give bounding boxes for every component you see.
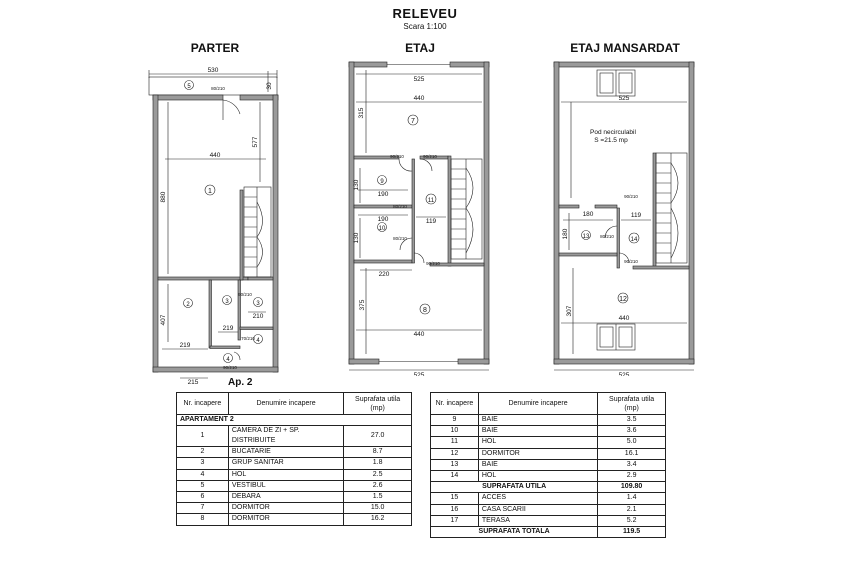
col-header-name: Denumire incapere [477,392,599,415]
floor-plan-etaj: 525 440 315 190 190 119 220 375 440 525 … [348,61,490,376]
scale-label: Scara 1:100 [403,22,447,31]
room-number: 4 [256,338,260,344]
etaj-dim-119: 119 [426,218,437,225]
total-util-row: SUPRAFATA UTILA 109.80 [429,481,666,494]
parter-dim-h1: 577 [252,136,259,147]
etaj-dim-width: 440 [414,95,425,102]
plan-title-mansardat: ETAJ MANSARDAT [570,41,680,55]
room-number: 3 [256,301,260,307]
col-header-area: Suprafata utila (mp) [597,392,666,415]
parter-dim-base: 215 [188,379,199,386]
door-label: 90/210 [238,292,252,297]
room-number: 12 [619,296,627,303]
apartment-section: APARTAMENT 2 [176,413,412,427]
room-number: 2 [186,302,190,308]
attic-area: S =21.5 mp [594,137,628,144]
mansard-dim-180: 180 [583,211,594,218]
door-label: 70/210 [241,336,255,341]
door-label: 80/210 [211,86,225,91]
mansard-dim-bottom: 525 [619,372,630,376]
room-number: 8 [423,307,427,314]
mansard-dim-307: 307 [566,305,573,316]
etaj-dim-220: 220 [379,271,390,278]
etaj-dim-190b: 190 [378,216,389,223]
parter-dim-top: 530 [208,67,219,74]
mansard-dim-525: 525 [619,95,630,102]
col-header-area: Suprafata utila (mp) [343,392,412,415]
door-label: 90/210 [426,261,440,266]
page-title: RELEVEU [392,6,458,21]
door-label: 90/210 [223,365,237,370]
door-label: 90/210 [624,194,638,199]
door-label: 80/210 [393,236,407,241]
total-row: SUPRAFATA TOTALA 119.5 [429,525,666,539]
mansard-dim-440: 440 [619,315,630,322]
room-number: 5 [187,84,191,90]
col-header-name: Denumire incapere [227,392,345,415]
col-header-nr: Nr. incapere [430,392,479,415]
parter-dim-h2: 880 [160,191,167,202]
room-number: 14 [631,237,638,243]
room-number: 7 [411,118,415,125]
col-header-nr: Nr. incapere [176,392,229,415]
door-label: 90/210 [423,154,437,159]
floor-plan-mansardat: 525 180 119 180 307 440 525 13 14 12 Pod… [553,61,695,376]
door-label: 80/210 [600,234,614,239]
room-number: 4 [226,357,230,363]
mansard-dim-180v: 180 [562,228,569,239]
plan-title-etaj: ETAJ [405,41,435,55]
etaj-dim-440b: 440 [414,331,425,338]
rooms-table-left: Nr. incapere Denumire incapere Suprafata… [176,392,412,526]
room-number: 9 [380,179,384,185]
parter-dim-hall: 219 [223,325,234,332]
room-number: 13 [583,234,590,240]
parter-dim-gs: 210 [253,313,264,320]
door-label: 90/210 [624,259,638,264]
parter-dim-bottom: 219 [180,342,191,349]
door-label: 90/210 [390,154,404,159]
parter-dim-side: 30 [266,82,273,90]
parter-dim-h3: 407 [160,314,167,325]
etaj-dim-h315: 315 [358,107,365,118]
room-number: 10 [379,226,386,232]
etaj-dim-190a: 190 [378,191,389,198]
etaj-dim-top: 525 [414,76,425,83]
room-number: 1 [208,188,212,195]
plan-title-parter: PARTER [190,41,240,55]
apartment-label: Ap. 2 [228,377,253,388]
door-label: 80/210 [393,204,407,209]
rooms-table-right: Nr. incapere Denumire incapere Suprafata… [429,392,666,539]
etaj-dim-130a: 130 [353,179,360,190]
attic-note: Pod necirculabil [590,129,636,136]
etaj-dim-bottom: 525 [414,372,425,376]
mansard-dim-119: 119 [631,212,642,219]
etaj-dim-375: 375 [359,299,366,310]
parter-dim-width: 440 [210,152,221,159]
room-number: 3 [225,299,229,305]
room-number: 11 [428,198,435,204]
etaj-dim-130b: 130 [353,232,360,243]
floor-plan-parter: 530 440 880 577 407 219 219 210 30 215 5… [148,67,279,386]
